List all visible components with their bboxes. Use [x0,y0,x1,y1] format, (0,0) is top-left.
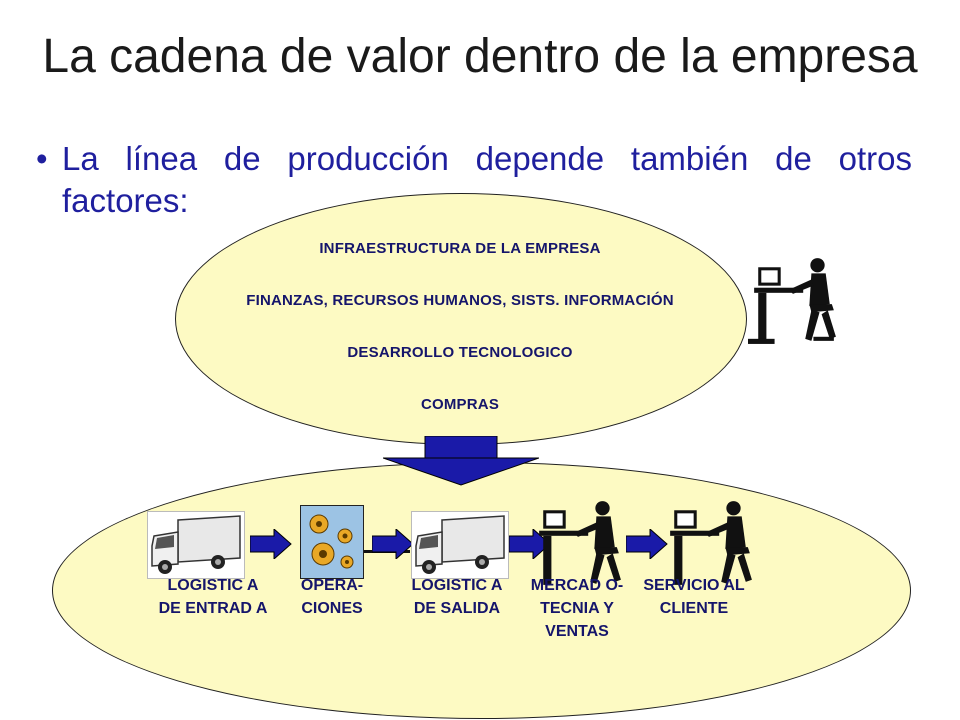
down-arrow [383,436,539,486]
truck-icon [151,515,241,574]
bullet-dot: • [36,140,48,177]
worker-at-desk-icon [670,501,752,585]
gears-icon [309,514,354,569]
support-item-desarrollo: DESARROLLO TECNOLOGICO [347,344,573,361]
step-label-servicio-cliente: SERVICIO AL CLIENTE [643,577,745,617]
worker-at-desk-icon [539,501,621,585]
flow-arrow-4 [626,529,668,559]
manager-at-desk-icon [748,258,836,344]
flow-arrow-1 [250,529,292,559]
bullet-text: La línea de producción depende también d… [62,140,912,219]
step-label-logistica-entrada: LOGISTIC A DE ENTRAD A [158,577,268,617]
flow-arrow-2 [372,529,414,559]
support-item-compras: COMPRAS [420,396,500,413]
step-label-mercadotecnia: MERCAD O- TECNIA Y VENTAS [530,577,624,640]
flow-arrow-3 [509,529,551,559]
step-label-operaciones: OPERA- CIONES [300,577,364,617]
slide-title: La cadena de valor dentro de la empresa [42,30,918,83]
inbound-logistics-image [147,511,245,579]
primary-activities-ellipse [52,462,911,719]
bullet-text-block: • La línea de producción depende también… [36,138,912,222]
step-label-logistica-salida: LOGISTIC A DE SALIDA [411,577,503,617]
operations-image [300,505,364,579]
support-item-finanzas: FINANZAS, RECURSOS HUMANOS, SISTS. INFOR… [246,292,674,309]
truck-icon [415,515,505,574]
outbound-logistics-image [411,511,509,579]
support-item-infraestructura: INFRAESTRUCTURA DE LA EMPRESA [319,240,601,257]
